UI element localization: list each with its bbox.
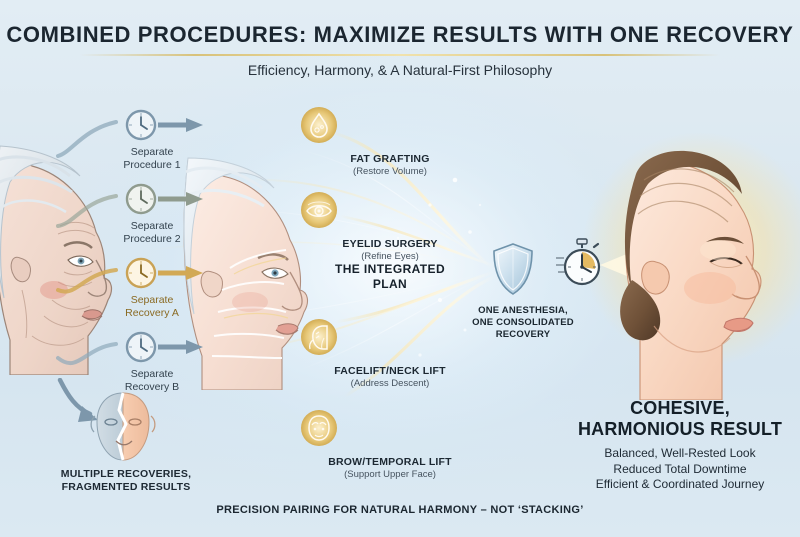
fragmented-line2: FRAGMENTED RESULTS <box>61 481 191 493</box>
clock-icon <box>125 257 157 289</box>
procedure-subtitle: (Restore Volume) <box>353 166 427 177</box>
arrow-icon <box>158 118 203 132</box>
stopwatch-icon <box>556 238 601 286</box>
anesthesia-line2: ONE CONSOLIDATED <box>472 317 574 328</box>
flow-tail <box>56 120 118 158</box>
page-subtitle: Efficiency, Harmony, & A Natural-First P… <box>247 62 553 78</box>
integrated-line1: THE INTEGRATED <box>334 262 446 276</box>
step-label-line1: Separate <box>130 294 174 306</box>
arrow-icon <box>158 266 203 280</box>
procedure-fat-grafting[interactable]: FAT GRAFTING (Restore Volume) <box>300 106 480 177</box>
clock-icon <box>125 331 157 363</box>
procedure-subtitle: (Address Descent) <box>350 378 430 389</box>
eye-icon <box>301 192 337 228</box>
step-separate-procedure-1[interactable]: Separate Procedure 1 <box>56 108 216 182</box>
result-title: COHESIVE, HARMONIOUS RESULT <box>560 398 800 440</box>
benefit-item: Efficient & Coordinated Journey <box>595 477 765 491</box>
procedure-eyelid-surgery[interactable]: EYELID SURGERY (Refine Eyes) <box>300 191 480 262</box>
step-label: Separate Procedure 2 <box>90 220 214 245</box>
step-label-line2: Recovery B <box>124 380 180 393</box>
fragmented-line1: MULTIPLE RECOVERIES, <box>60 468 192 480</box>
footer-tagline: PRECISION PAIRING FOR NATURAL HARMONY – … <box>216 504 584 516</box>
arrow-icon <box>158 340 203 354</box>
benefit-item: Balanced, Well-Rested Look <box>604 446 756 460</box>
procedure-name: FACELIFT/NECK LIFT <box>334 365 446 377</box>
shield-icon <box>493 243 533 295</box>
anesthesia-line1: ONE ANESTHESIA, <box>478 305 568 316</box>
brow-face-icon <box>301 410 337 446</box>
flow-tail <box>56 194 118 228</box>
procedure-subtitle: (Refine Eyes) <box>361 251 419 262</box>
benefit-item: Reduced Total Downtime <box>613 461 747 476</box>
integrated-line2: PLAN <box>372 277 408 291</box>
one-anesthesia-caption: ONE ANESTHESIA, ONE CONSOLIDATED RECOVER… <box>448 305 598 341</box>
fragmented-results-caption: MULTIPLE RECOVERIES, FRAGMENTED RESULTS <box>36 468 216 494</box>
step-separate-procedure-2[interactable]: Separate Procedure 2 <box>56 182 216 256</box>
procedure-name: FAT GRAFTING <box>350 153 430 165</box>
arrow-icon <box>158 192 203 206</box>
integrated-plan-label: THE INTEGRATED PLAN <box>300 262 480 292</box>
step-label: Separate Recovery B <box>90 368 214 393</box>
step-label-line2: Recovery A <box>125 306 179 319</box>
flow-tail <box>56 268 118 294</box>
page-title: COMBINED PROCEDURES: MAXIMIZE RESULTS WI… <box>6 22 794 47</box>
clock-icon <box>125 109 157 141</box>
separate-procedures-list: Separate Procedure 1 Se <box>56 108 216 404</box>
step-label-line1: Separate <box>130 368 174 380</box>
procedure-name: BROW/TEMPORAL LIFT <box>328 456 452 468</box>
procedure-name: EYELID SURGERY <box>342 238 438 250</box>
procedure-brow-temporal-lift[interactable]: BROW/TEMPORAL LIFT (Support Upper Face) <box>300 409 480 480</box>
step-label: Separate Procedure 1 <box>90 146 214 171</box>
step-label-line2: Procedure 2 <box>123 232 181 245</box>
before-face-elderly <box>0 140 142 375</box>
step-label-line1: Separate <box>130 146 174 158</box>
result-benefits: Balanced, Well-Rested Look Reduced Total… <box>560 446 800 493</box>
after-face-result <box>610 130 800 400</box>
flow-tail <box>56 342 118 366</box>
anesthesia-line3: RECOVERY <box>495 329 551 340</box>
split-face-icon <box>90 392 156 461</box>
step-label-line2: Procedure 1 <box>123 158 181 171</box>
result-title-line2: HARMONIOUS RESULT <box>577 419 783 439</box>
title-divider <box>80 54 720 56</box>
clock-icon <box>125 183 157 215</box>
step-label-line1: Separate <box>130 220 174 232</box>
droplet-icon <box>301 107 337 143</box>
step-separate-recovery-a[interactable]: Separate Recovery A <box>56 256 216 330</box>
procedure-subtitle: (Support Upper Face) <box>344 469 436 480</box>
result-title-line1: COHESIVE, <box>630 398 730 418</box>
step-separate-recovery-b[interactable]: Separate Recovery B <box>56 330 216 404</box>
procedure-facelift-neck-lift[interactable]: FACELIFT/NECK LIFT (Address Descent) <box>300 318 480 389</box>
procedure-list: FAT GRAFTING (Restore Volume) EYELID SUR… <box>300 106 480 488</box>
center-face-treatment-zones <box>178 150 338 390</box>
face-neck-icon <box>301 319 337 355</box>
step-label: Separate Recovery A <box>90 294 214 319</box>
